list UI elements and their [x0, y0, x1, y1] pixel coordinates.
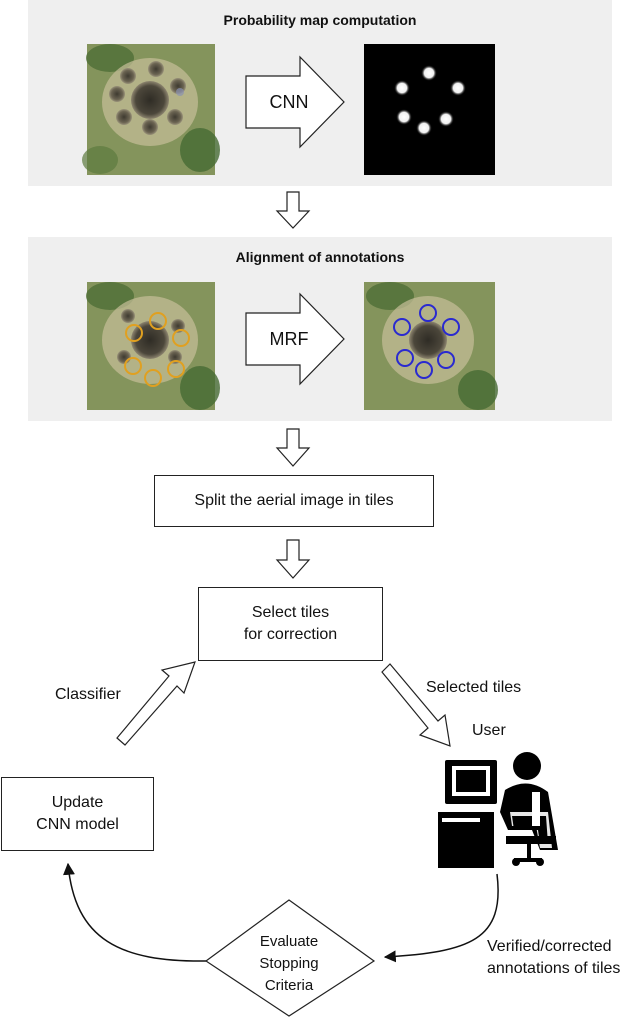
mrf-arrow: [245, 292, 345, 386]
down-arrow-3: [275, 539, 311, 579]
split-tiles-text: Split the aerial image in tiles: [194, 492, 394, 509]
alignment-title: Alignment of annotations: [235, 249, 405, 265]
aerial-image-1: [82, 44, 220, 175]
mrf-arrow-label: MRF: [270, 329, 309, 349]
verified-annotations-arrow: [383, 873, 499, 963]
select-tiles-line2: for correction: [243, 626, 338, 643]
user-label: User: [472, 722, 506, 739]
evaluate-stopping-criteria-diamond: [204, 899, 376, 1017]
aerial-image-annotated: [86, 282, 220, 410]
select-tiles-box: Select tiles for correction: [198, 587, 383, 661]
aerial-image-aligned: [364, 282, 498, 410]
predicted-annotations: [124, 312, 190, 387]
evaluate-line2: Stopping: [259, 955, 318, 972]
aligned-annotations: [393, 304, 460, 379]
classifier-label: Classifier: [55, 686, 121, 703]
probability-map-image: [364, 44, 495, 175]
verified-label-line1: Verified/corrected: [487, 938, 612, 955]
evaluate-line3: Criteria: [265, 977, 314, 994]
update-cnn-box: Update CNN model: [1, 777, 154, 851]
cnn-arrow: [245, 55, 345, 149]
split-tiles-box: Split the aerial image in tiles: [154, 475, 434, 527]
selected-tiles-arrow: [381, 663, 451, 747]
update-cnn-line2: CNN model: [36, 816, 119, 833]
probability-map-title: Probability map computation: [223, 12, 417, 28]
classifier-arrow: [116, 661, 196, 746]
user-at-computer-icon: [438, 752, 558, 868]
selected-tiles-label: Selected tiles: [426, 679, 522, 696]
down-arrow-2: [275, 428, 311, 467]
down-arrow-1: [275, 191, 311, 229]
update-cnn-line1: Update: [51, 794, 104, 811]
select-tiles-line1: Select tiles: [251, 604, 330, 621]
cnn-arrow-label: CNN: [270, 92, 309, 112]
update-model-arrow: [63, 862, 207, 962]
verified-label-line2: annotations of tiles: [487, 960, 621, 977]
evaluate-line1: Evaluate: [260, 933, 318, 950]
